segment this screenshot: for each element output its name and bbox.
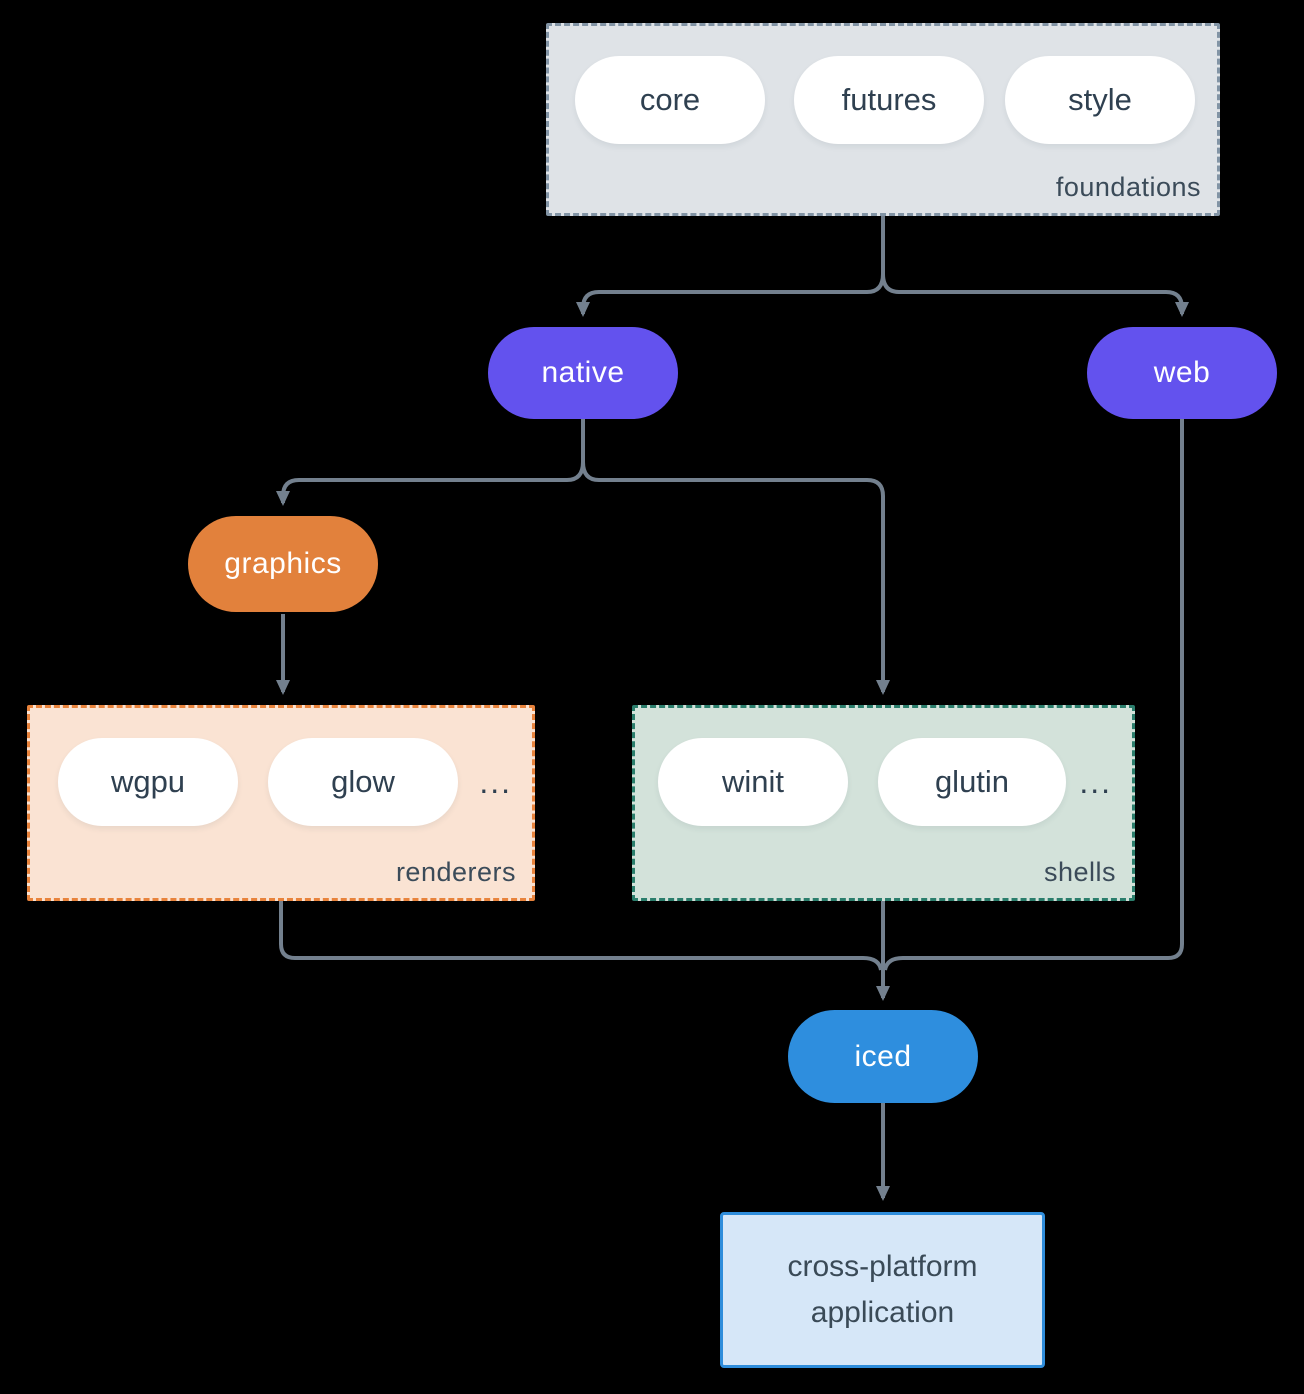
pill-wgpu-label: wgpu (110, 764, 186, 799)
node-web: web (1087, 327, 1277, 419)
node-native: native (488, 327, 678, 419)
edge-renderers-merge (279, 901, 883, 971)
shells-ellipsis: ... (1079, 763, 1112, 800)
edge-native-shells (581, 461, 890, 695)
pill-winit: winit (658, 738, 848, 826)
pill-glow-label: glow (331, 764, 395, 799)
renderers-label: renderers (395, 857, 516, 887)
pill-style-label: style (1068, 82, 1132, 117)
shells-label: shells (1043, 857, 1116, 887)
pill-glutin-label: glutin (934, 764, 1010, 799)
group-renderers: wgpu glow ... renderers (27, 705, 535, 901)
application-box: cross-platform application (720, 1212, 1045, 1368)
pill-wgpu: wgpu (58, 738, 238, 826)
node-web-label: web (1153, 356, 1211, 389)
pill-futures-label: futures (841, 82, 937, 117)
group-shells: winit glutin ... shells (632, 705, 1135, 901)
pill-core: core (575, 56, 765, 144)
renderers-ellipsis: ... (479, 763, 512, 800)
pill-winit-label: winit (721, 764, 784, 799)
node-iced: iced (788, 1010, 978, 1103)
pill-futures: futures (794, 56, 984, 144)
node-native-label: native (541, 356, 625, 389)
edge-foundations-web (881, 273, 1189, 317)
node-iced-label: iced (854, 1039, 912, 1073)
edge-native-graphics (276, 461, 585, 506)
edge-foundations-native (576, 273, 885, 317)
pill-glow: glow (268, 738, 458, 826)
foundations-label: foundations (1055, 172, 1201, 202)
pill-core-label: core (639, 82, 701, 117)
pill-glutin: glutin (878, 738, 1066, 826)
node-graphics: graphics (188, 516, 378, 612)
node-graphics-label: graphics (224, 547, 342, 580)
group-foundations: core futures style foundations (546, 23, 1220, 216)
application-label: cross-platform application (787, 1249, 978, 1330)
pill-style: style (1005, 56, 1195, 144)
